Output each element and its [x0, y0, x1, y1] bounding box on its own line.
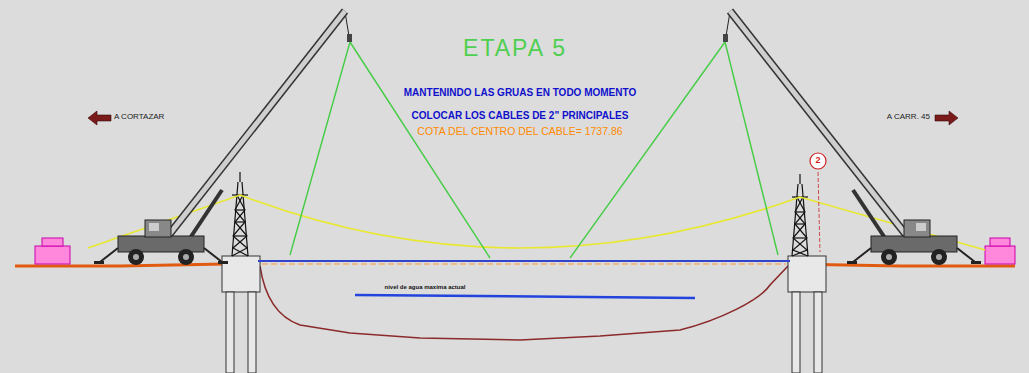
mobile-crane	[94, 11, 352, 265]
pier	[222, 256, 826, 373]
main-cable	[88, 195, 985, 250]
lattice-tower	[232, 172, 808, 256]
direction-arrow	[935, 111, 958, 125]
callout-leader	[818, 172, 820, 252]
direction-label: A CARR. 45	[887, 113, 930, 122]
bridge-deck	[258, 260, 790, 262]
direction-arrow	[88, 111, 111, 125]
callout-circle: 2	[809, 152, 827, 170]
direction-label: A CORTAZAR	[114, 113, 164, 122]
elevation-note: COTA DEL CENTRO DEL CABLE= 1737.86	[417, 126, 622, 138]
callout-number: 2	[815, 156, 820, 166]
deck-line	[262, 264, 786, 265]
crane-sling	[290, 42, 778, 258]
note-text: MANTENINDO LAS GRUAS EN TODO MOMENTO	[404, 87, 636, 98]
stage-title: ETAPA 5	[463, 36, 567, 61]
note-text: COLOCAR LOS CABLES DE 2" PRINCIPALES	[412, 110, 629, 121]
mobile-crane	[723, 11, 981, 265]
water-level	[355, 295, 695, 298]
river-bed	[260, 266, 788, 340]
water-label: nivel de agua maxima actual	[384, 284, 465, 291]
